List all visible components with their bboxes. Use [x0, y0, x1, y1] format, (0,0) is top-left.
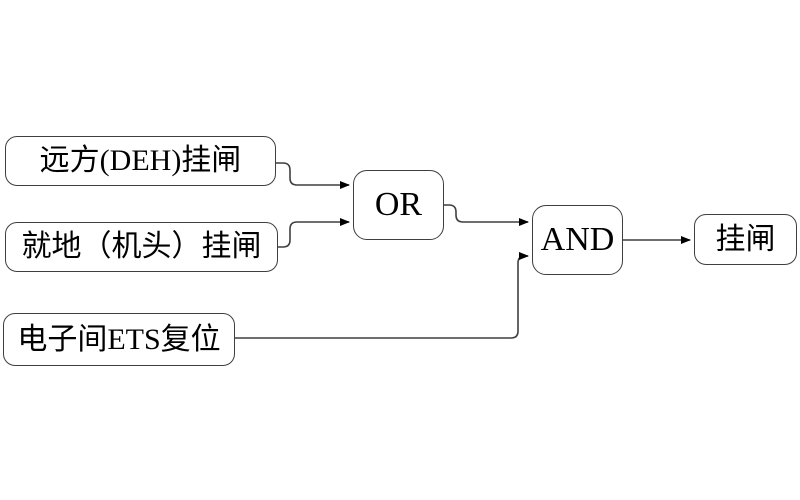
output-box-latch: 挂闸	[694, 214, 797, 265]
input-label-ets-reset: 电子间ETS复位	[17, 322, 221, 356]
output-label-latch: 挂闸	[715, 222, 776, 256]
or-gate-box: OR	[353, 170, 444, 240]
input-box-ets-reset: 电子间ETS复位	[3, 313, 235, 366]
connector-or-to-and	[444, 204, 529, 226]
input-box-remote-deh: 远方(DEH)挂闸	[5, 136, 276, 186]
connector-local-to-or	[278, 218, 350, 248]
input-label-local-head: 就地（机头）挂闸	[21, 230, 262, 263]
input-label-remote-deh: 远方(DEH)挂闸	[39, 144, 242, 177]
input-box-local-head: 就地（机头）挂闸	[5, 222, 278, 272]
or-gate-label: OR	[374, 186, 423, 223]
connector-remote-to-or	[276, 162, 350, 189]
and-gate-box: AND	[532, 205, 623, 275]
and-gate-label: AND	[540, 221, 615, 258]
connector-ets-to-and	[235, 252, 529, 339]
